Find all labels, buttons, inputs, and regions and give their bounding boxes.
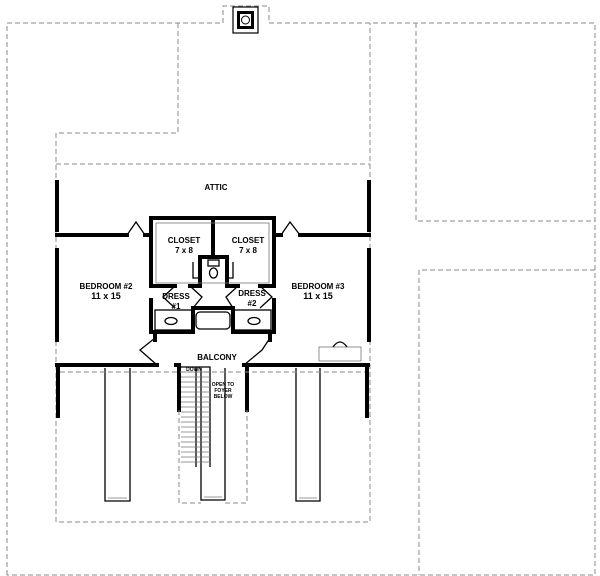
bedroom2-size: 11 x 15 bbox=[91, 291, 121, 301]
doors bbox=[126, 220, 301, 366]
dress1-number: #1 bbox=[172, 302, 181, 311]
bedroom3-label: BEDROOM #3 bbox=[292, 282, 345, 291]
porch-columns bbox=[60, 368, 365, 504]
walls bbox=[55, 180, 371, 418]
stairs[interactable] bbox=[181, 366, 211, 467]
closet-right-label: CLOSET bbox=[232, 236, 265, 245]
open-to-label: OPEN TO bbox=[212, 382, 235, 388]
dress2-label: DRESS bbox=[238, 289, 266, 298]
closet-left-size: 7 x 8 bbox=[175, 246, 193, 255]
bedroom2-label: BEDROOM #2 bbox=[80, 282, 133, 291]
bedroom3-size: 11 x 15 bbox=[303, 291, 333, 301]
closet-left-label: CLOSET bbox=[168, 236, 201, 245]
dress2-number: #2 bbox=[248, 299, 257, 308]
dress1-label: DRESS bbox=[162, 292, 190, 301]
attic-label: ATTIC bbox=[205, 183, 228, 192]
balcony-label: BALCONY bbox=[197, 353, 237, 362]
chimney bbox=[232, 6, 259, 34]
closet-right-size: 7 x 8 bbox=[239, 246, 257, 255]
foyer-label: FOYER bbox=[214, 388, 232, 394]
below-label: BELOW bbox=[214, 394, 233, 400]
fixtures bbox=[154, 222, 362, 362]
stairs-down-label: DOWN bbox=[186, 367, 202, 373]
